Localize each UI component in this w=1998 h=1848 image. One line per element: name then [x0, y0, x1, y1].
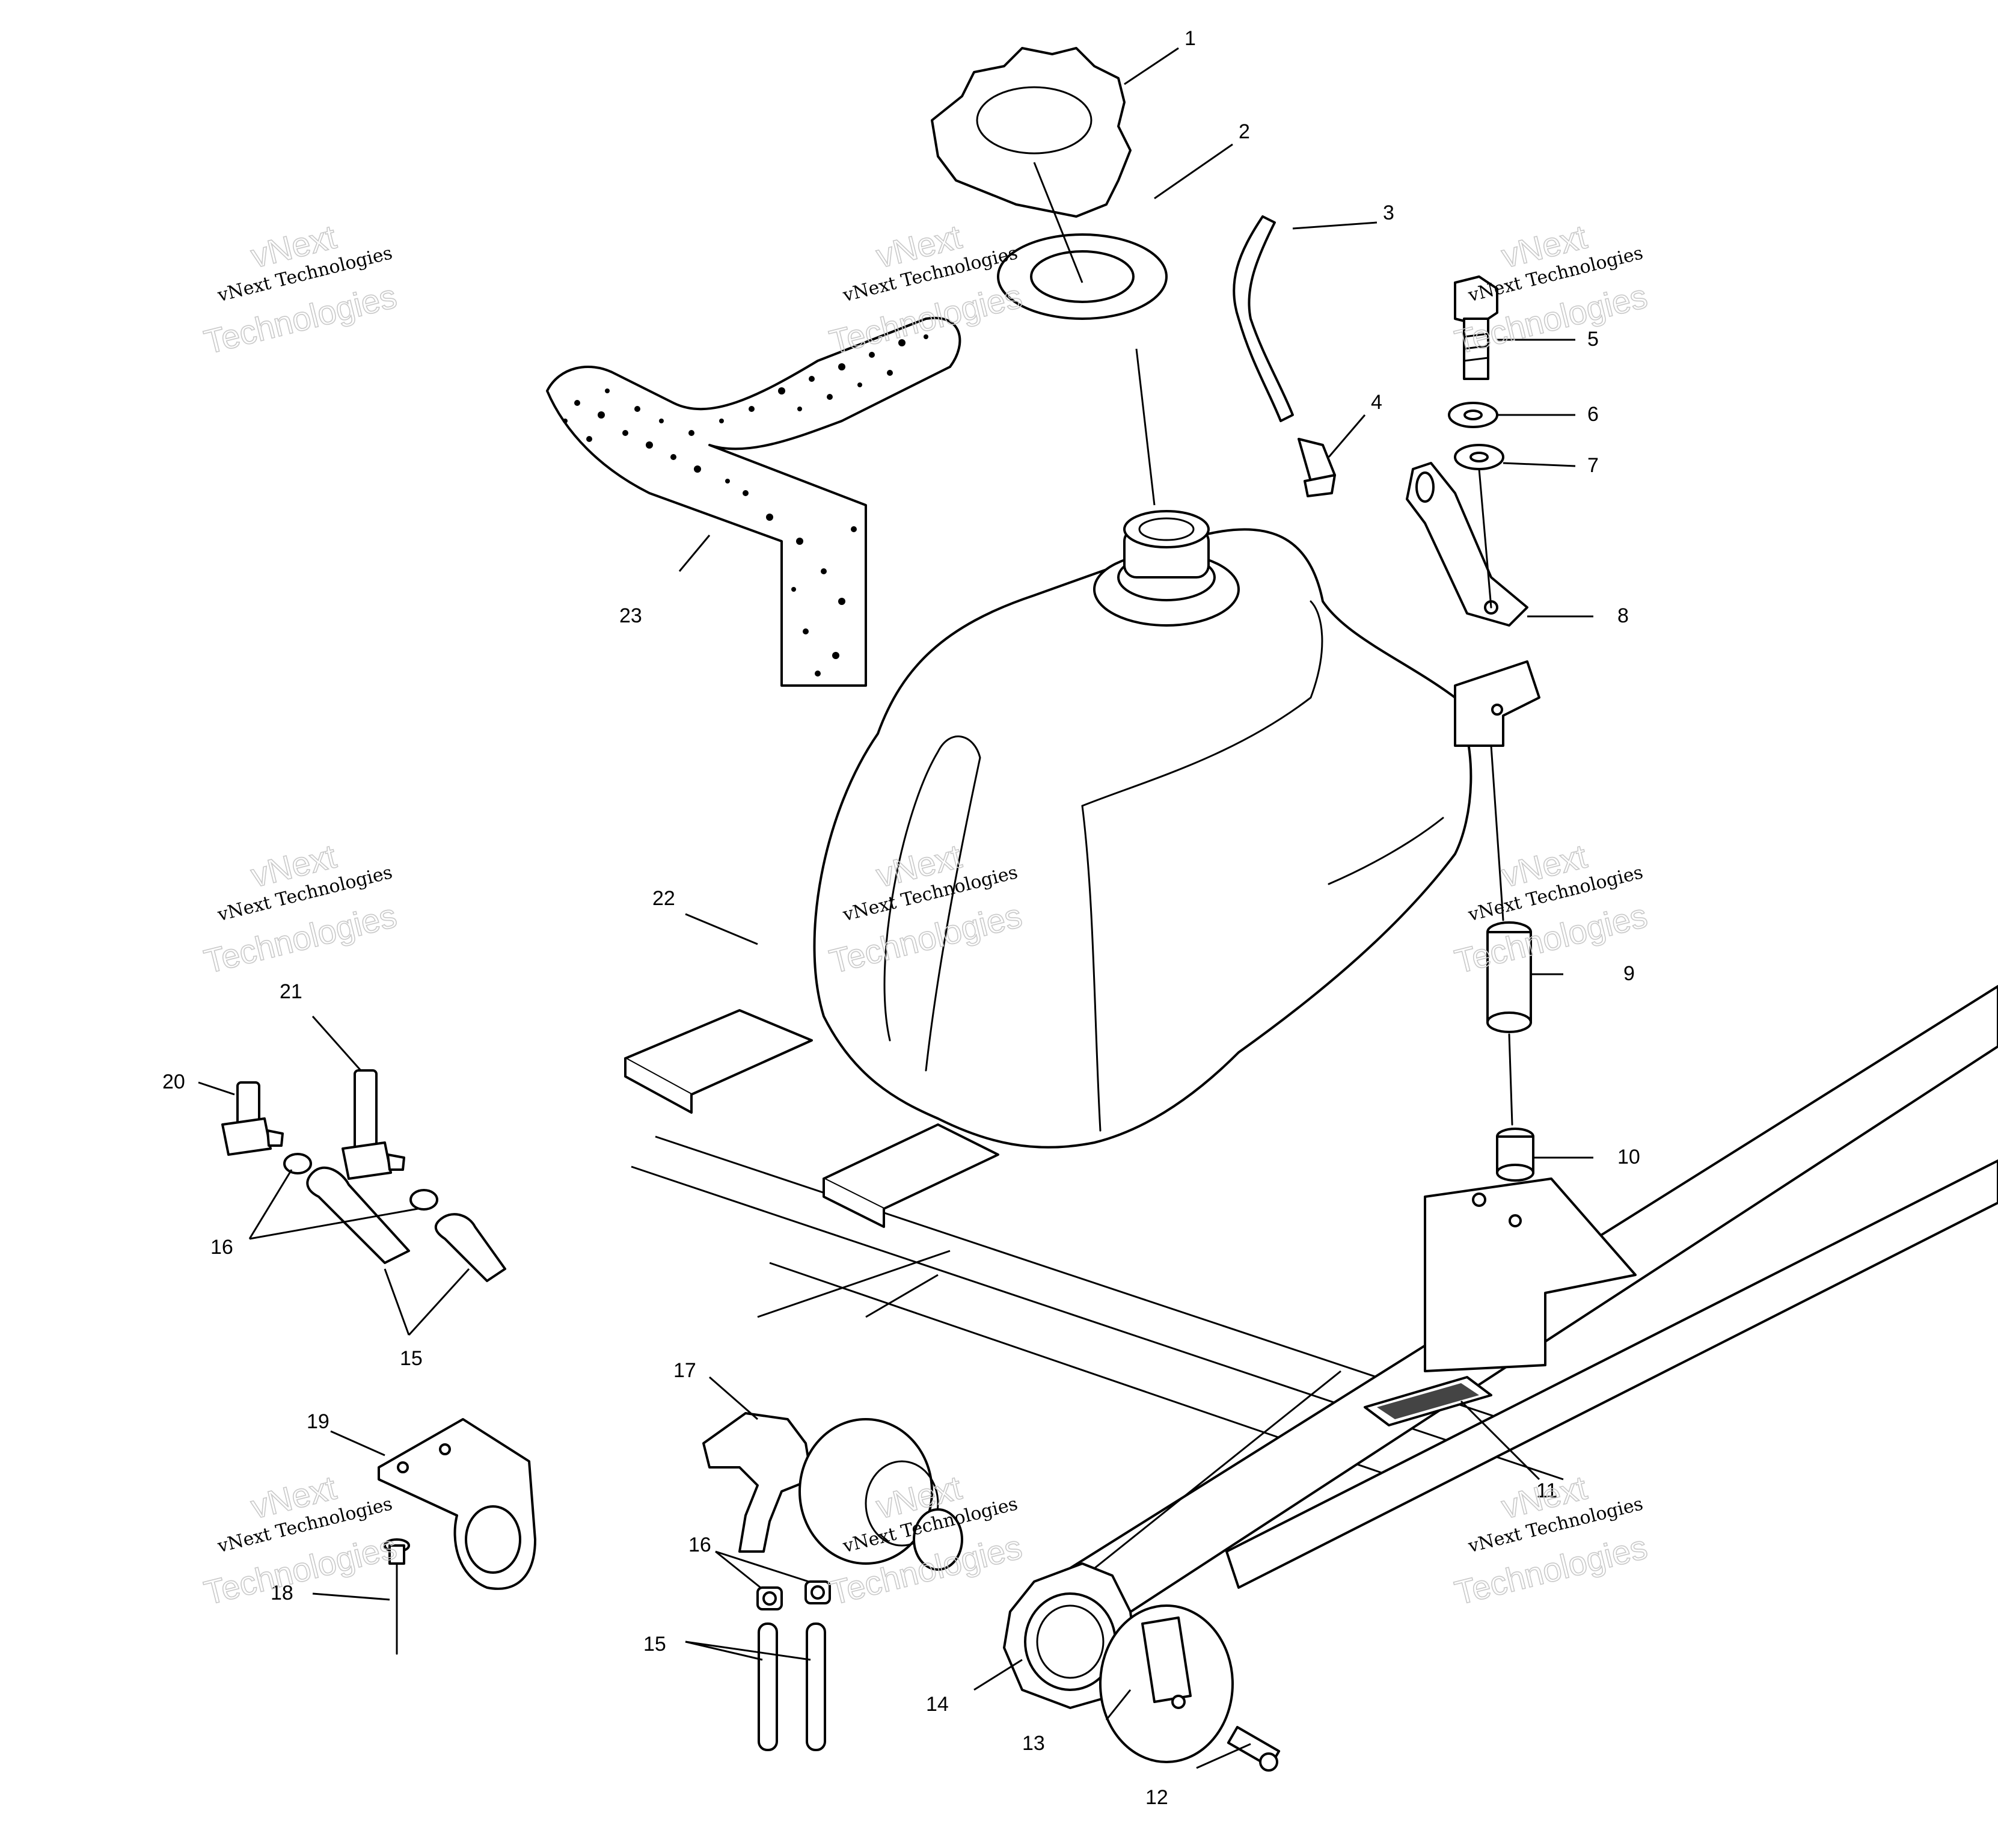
rivet	[384, 1538, 410, 1655]
hose-left-b	[434, 1213, 506, 1282]
bolt	[1454, 275, 1498, 380]
callout-17: 17	[673, 1359, 696, 1382]
washer-upper	[1448, 402, 1498, 428]
callout-12: 12	[1145, 1786, 1168, 1809]
callout-18: 18	[271, 1582, 293, 1604]
callout-2: 2	[1239, 120, 1250, 143]
cap-gasket	[997, 233, 1168, 320]
fuel-cap	[931, 47, 1132, 218]
callout-21: 21	[280, 980, 302, 1003]
watermark-mid-left: vNext vNext Technologies Technologies	[200, 837, 400, 981]
hose-clamp-left-b	[409, 1189, 438, 1211]
callout-15-upper: 15	[400, 1347, 423, 1370]
watermark-top-center: vNext vNext Technologies Technologies	[825, 217, 1026, 362]
vent-hose	[1233, 215, 1294, 422]
callout-1: 1	[1184, 27, 1196, 50]
callouts: 1 2 3 4 5 6 7 8 9 10 11 12 13 14 15 15 1…	[162, 27, 1640, 1809]
hose-clamp-lower-a	[756, 1586, 783, 1610]
decal	[1364, 1376, 1492, 1426]
filter-bracket	[378, 1418, 536, 1590]
callout-4: 4	[1371, 391, 1382, 414]
end-cap	[1099, 1604, 1234, 1763]
callout-9: 9	[1623, 962, 1635, 985]
hose-left-a	[306, 1166, 410, 1264]
screw	[1227, 1726, 1281, 1772]
callout-6: 6	[1587, 403, 1599, 426]
tank-pads	[624, 1009, 999, 1228]
callout-19: 19	[307, 1410, 329, 1433]
callout-10: 10	[1617, 1146, 1640, 1168]
hose-clamp-lower-b	[804, 1580, 831, 1604]
callout-16-upper: 16	[210, 1236, 233, 1259]
callout-23: 23	[619, 604, 642, 627]
callout-7: 7	[1587, 454, 1599, 477]
hose-lower-a	[758, 1622, 778, 1751]
washer-lower	[1454, 444, 1504, 470]
elbow-fitting	[221, 1081, 284, 1156]
watermark-low-right: vNext vNext Technologies Technologies	[1450, 1468, 1651, 1613]
callout-8: 8	[1617, 604, 1629, 627]
callout-5: 5	[1587, 328, 1599, 351]
straight-fitting	[342, 1069, 405, 1180]
assembly-centerline	[1478, 468, 1513, 1126]
mount-bracket	[1406, 462, 1528, 627]
callout-20: 20	[162, 1070, 185, 1093]
vent-fitting	[1298, 438, 1336, 497]
callout-22: 22	[652, 887, 675, 910]
fuel-filter	[702, 1412, 963, 1571]
callout-14: 14	[926, 1693, 949, 1716]
foam-pad	[546, 316, 961, 687]
callout-16-lower: 16	[688, 1533, 711, 1556]
seat-bracket	[1424, 1177, 1637, 1372]
hose-clamp-left-a	[283, 1153, 312, 1174]
bushing	[1496, 1128, 1534, 1182]
fuel-tank	[813, 510, 1472, 1149]
callout-3: 3	[1383, 201, 1394, 224]
callout-11: 11	[1536, 1479, 1557, 1502]
watermark-top-left: vNext vNext Technologies Technologies	[200, 217, 400, 362]
tank-mount-tab	[1454, 660, 1540, 747]
callout-15-lower: 15	[643, 1633, 666, 1656]
callout-13: 13	[1022, 1732, 1045, 1755]
leader-lines	[198, 47, 1593, 1769]
watermark-mid-right: vNext vNext Technologies Technologies	[1450, 837, 1651, 981]
watermark-low-left: vNext vNext Technologies Technologies	[200, 1468, 400, 1613]
hose-lower-b	[806, 1622, 826, 1751]
spacer	[1486, 921, 1532, 1033]
